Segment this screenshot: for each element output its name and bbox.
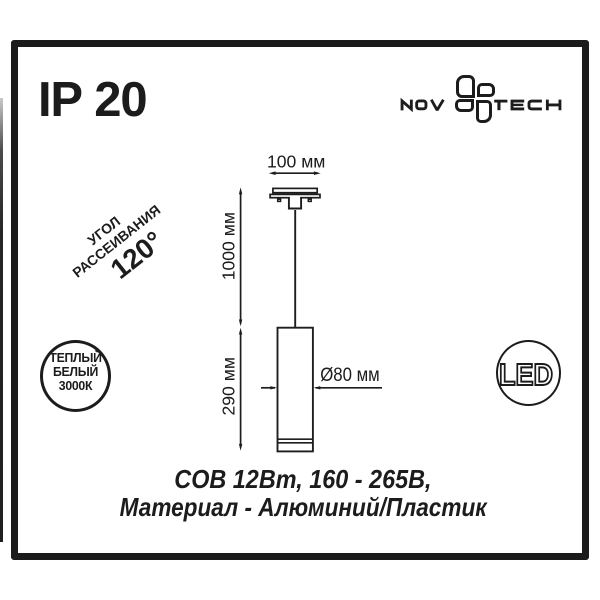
svg-text:LED: LED — [499, 357, 553, 391]
svg-text:1000 мм: 1000 мм — [218, 212, 238, 280]
svg-text:290 мм: 290 мм — [218, 357, 238, 415]
svg-text:Ø80 мм: Ø80 мм — [320, 364, 380, 386]
svg-text:100 мм: 100 мм — [267, 151, 325, 171]
